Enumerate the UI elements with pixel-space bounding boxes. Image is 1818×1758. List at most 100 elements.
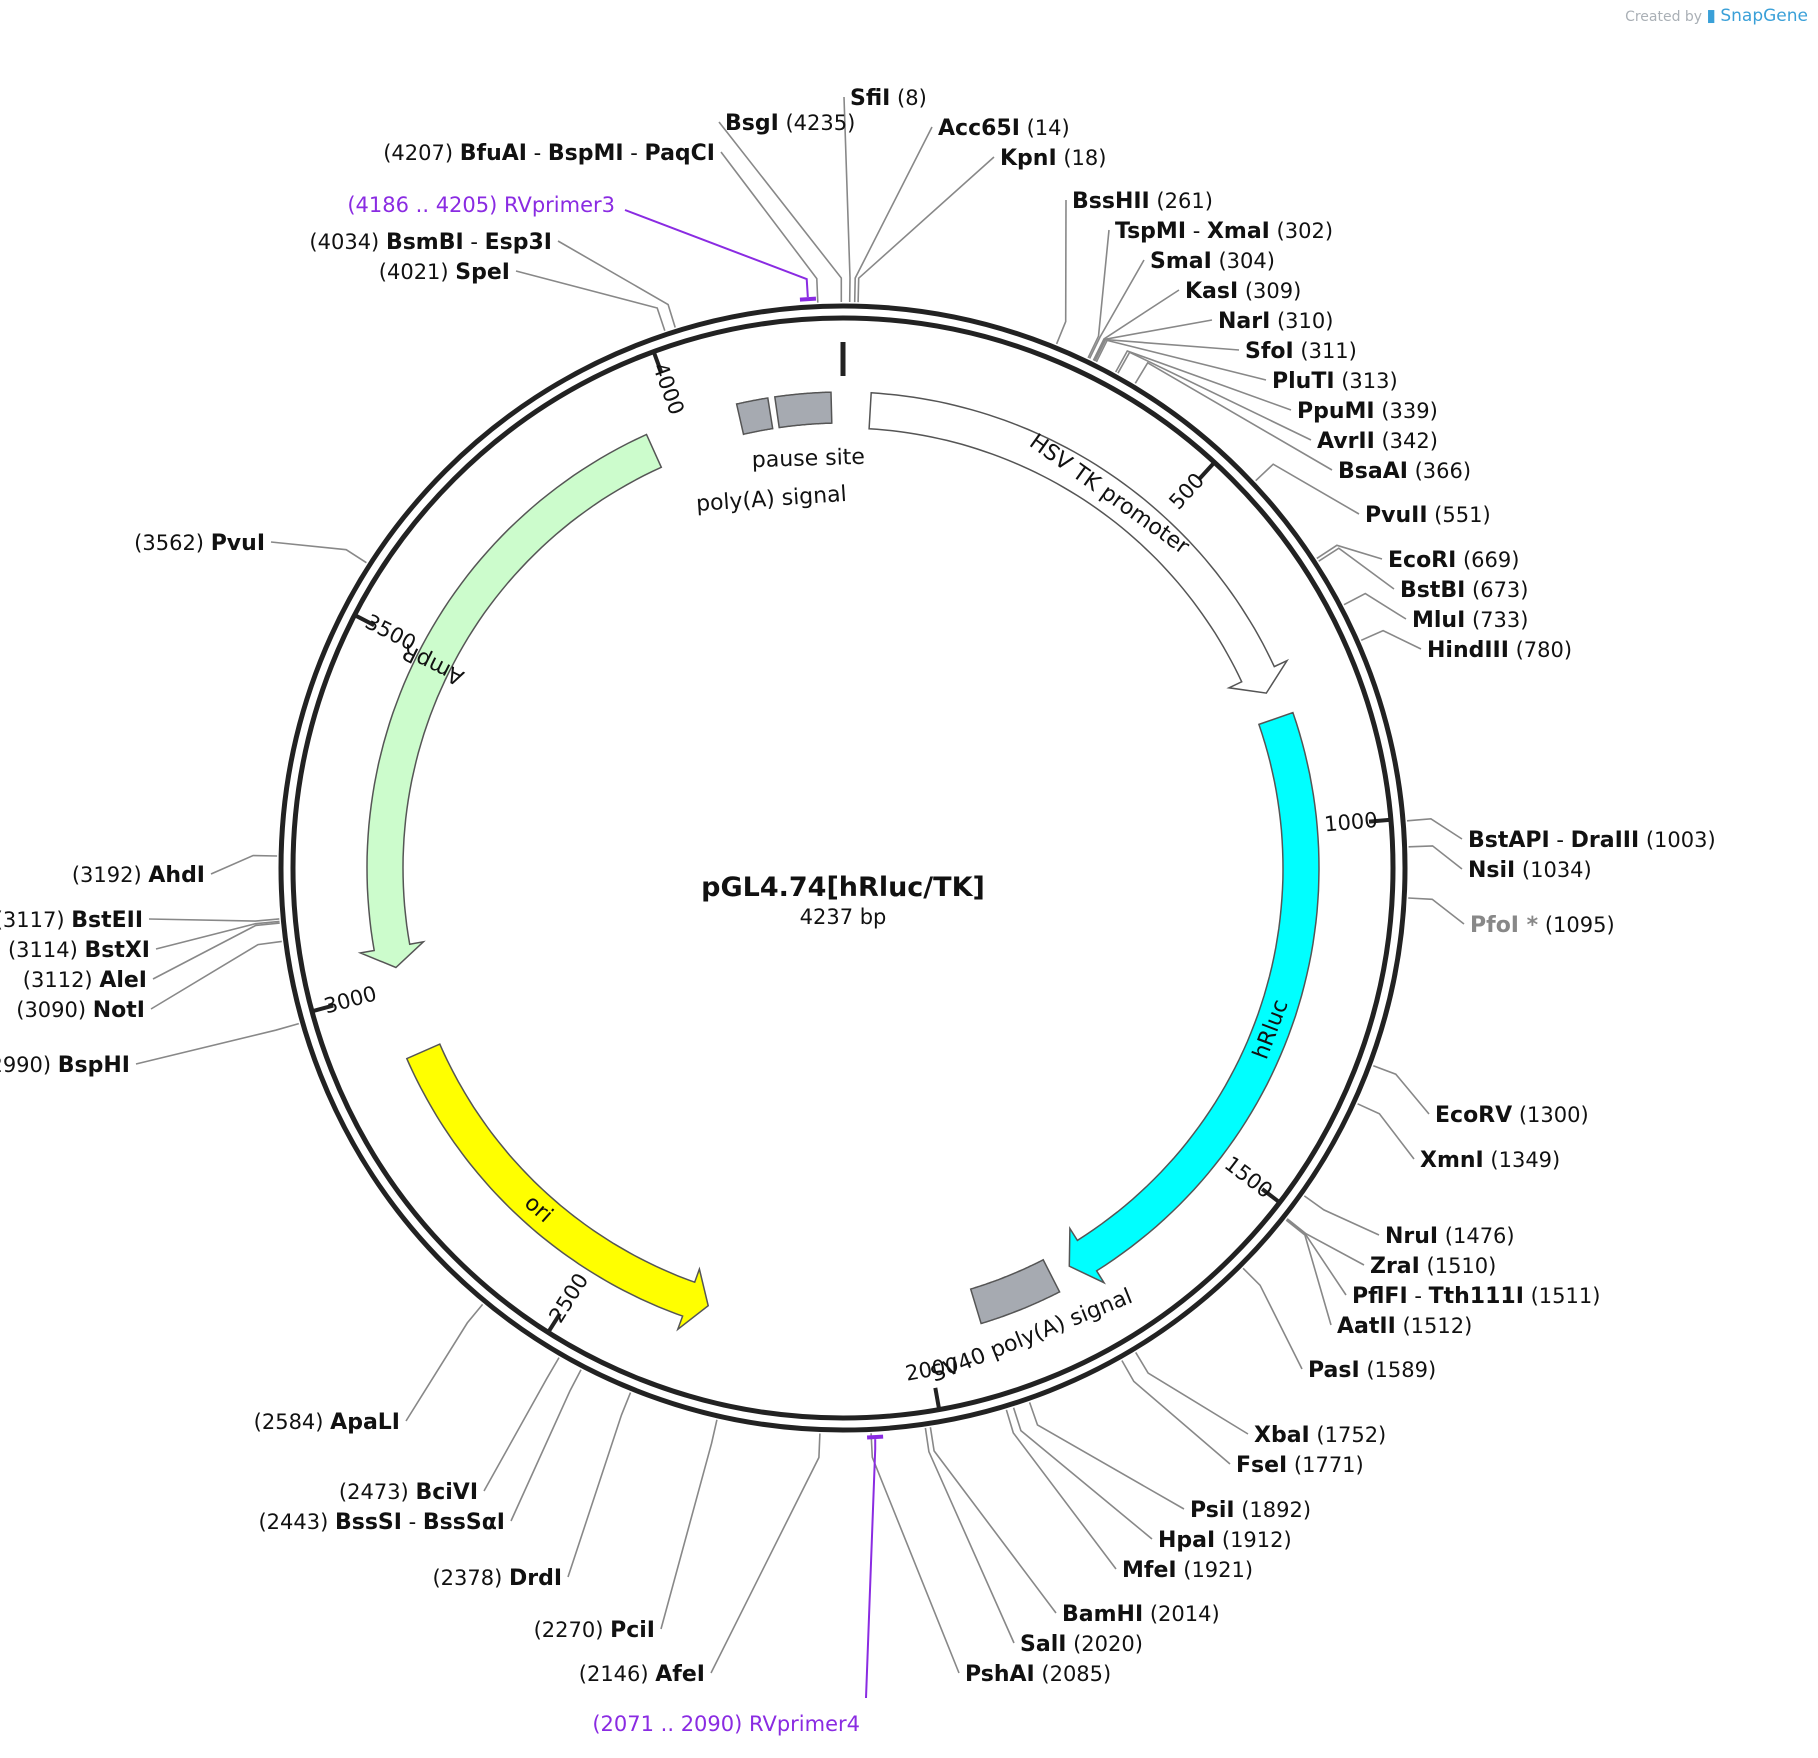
tick-label-1000: 1000 (1323, 808, 1378, 837)
feature-ori (405, 1043, 710, 1332)
site-label-bsphi: (2990) BspHI (0, 1053, 130, 1078)
site-label-bstxi: (3114) BstXI (8, 938, 150, 963)
site-leader-kasi (1092, 289, 1180, 361)
site-label-sfoi: SfoI (311) (1245, 339, 1357, 364)
site-label-nrui: NruI (1476) (1385, 1224, 1515, 1249)
site-label-bsssi-bsss-i: (2443) BssSI - BssSαI (258, 1510, 505, 1535)
primer-leader-rvprimer4 (865, 1439, 877, 1699)
site-label-noti: (3090) NotI (16, 998, 145, 1023)
site-label-hindiii: HindIII (780) (1427, 638, 1572, 663)
site-label-kpni: KpnI (18) (1000, 146, 1106, 171)
site-leader-alei (152, 922, 280, 980)
site-leader-acc65i (853, 126, 933, 303)
site-label-bfuai-bspmi-paqci: (4207) BfuAI - BspMI - PaqCI (383, 141, 715, 166)
site-label-sfii: SfiI (8) (850, 86, 927, 111)
site-leader-smai (1088, 259, 1145, 359)
site-label-sali: SalI (2020) (1020, 1632, 1143, 1657)
tick-2500 (546, 1312, 562, 1334)
site-label-pcii: (2270) PciI (534, 1618, 655, 1643)
brand-app-name: SnapGene (1720, 6, 1808, 26)
site-leader-hpai (1012, 1407, 1153, 1540)
site-label-bsteii: (3117) BstEII (0, 908, 143, 933)
site-label-drdi: (2378) DrdI (432, 1566, 562, 1591)
snapgene-brand: Created by ▮ SnapGene (1625, 6, 1808, 26)
feature-sv40-poly-a-signal (969, 1258, 1061, 1325)
site-leader-pluti (1095, 339, 1267, 381)
primer-label-rvprimer3: (4186 .. 4205) RVprimer3 (347, 193, 615, 217)
site-label-bstapi-draiii: BstAPI - DraIII (1003) (1468, 828, 1716, 853)
site-leader-bsssi-bsss-i (510, 1369, 582, 1522)
site-label-alei: (3112) AleI (23, 968, 147, 993)
site-leader-bstapi-draiii (1406, 817, 1463, 840)
site-label-ahdi: (3192) AhdI (72, 863, 205, 888)
site-label-pvuii: PvuII (551) (1365, 503, 1491, 528)
site-leader-bcivi (483, 1357, 560, 1492)
tick-label-4000: 4000 (648, 360, 689, 418)
site-label-tspmi-xmai: TspMI - XmaI (302) (1115, 219, 1333, 244)
site-label-bsmbi-esp3i: (4034) BsmBI - Esp3I (309, 230, 552, 255)
site-leader-avrii (1117, 351, 1312, 441)
site-label-pflfi-tth111i: PflFI - Tth111I (1511) (1352, 1284, 1600, 1309)
site-leader-bamhi (929, 1427, 1057, 1614)
site-leader-ppumi (1114, 350, 1292, 411)
site-label-ppumi: PpuMI (339) (1297, 399, 1438, 424)
primer-rvprimer3 (799, 296, 817, 302)
tick-1500 (1260, 1187, 1281, 1205)
site-leader-hindiii (1360, 629, 1422, 650)
site-label-pluti: PluTI (313) (1272, 369, 1398, 394)
site-label-pasi: PasI (1589) (1308, 1358, 1436, 1383)
site-leader-mfei (1005, 1409, 1117, 1570)
site-leader-bfuai-bspmi-paqci (720, 151, 819, 303)
feature-pause-site (773, 391, 833, 429)
backbone-inner-ring (290, 315, 1396, 1421)
tick-2000 (933, 1387, 942, 1410)
site-label-hpai: HpaI (1912) (1158, 1528, 1292, 1553)
site-leader-bsaai (1134, 361, 1333, 471)
site-leader-aatii (1285, 1219, 1332, 1326)
primer-leader-rvprimer3 (624, 209, 809, 298)
site-leader-tspmi-xmai (1087, 229, 1110, 359)
site-label-zrai: ZraI (1510) (1370, 1254, 1496, 1279)
site-leader-nrui (1303, 1195, 1380, 1236)
site-label-acc65i: Acc65I (14) (938, 116, 1070, 141)
site-leader-pshai (870, 1433, 960, 1674)
site-label-bsgi: BsgI (4235) (725, 111, 855, 136)
tick-3000 (311, 1003, 334, 1014)
site-label-apali: (2584) ApaLI (254, 1410, 400, 1435)
site-leaders (135, 96, 1465, 1674)
site-label-nari: NarI (310) (1218, 309, 1333, 334)
site-label-xmni: XmnI (1349) (1420, 1148, 1560, 1173)
plasmid-name: pGL4.74[hRluc/TK] (701, 872, 985, 903)
tick-3500 (353, 613, 376, 627)
feature-hrluc (1068, 711, 1320, 1285)
site-label-pvui: (3562) PvuI (134, 531, 265, 556)
site-leader-nsii (1408, 845, 1463, 870)
site-label-kasi: KasI (309) (1185, 279, 1301, 304)
site-label-mlui: MluI (733) (1412, 608, 1528, 633)
site-leader-bsshii (1055, 199, 1067, 345)
feature-label-poly-a-signal: poly(A) signal (695, 482, 847, 517)
site-leader-pcii (660, 1419, 718, 1630)
tick-500 (1198, 461, 1216, 480)
tick-4000 (651, 350, 664, 373)
tick-label-3000: 3000 (321, 981, 379, 1018)
backbone (278, 303, 1408, 1433)
site-label-xbai: XbaI (1752) (1254, 1423, 1386, 1448)
site-leader-nari (1093, 319, 1213, 362)
primer-rvprimer4 (866, 1434, 884, 1440)
site-leader-sfoi (1094, 338, 1240, 362)
site-label-afei: (2146) AfeI (579, 1662, 705, 1687)
site-label-nsii: NsiI (1034) (1468, 858, 1592, 883)
site-leader-bstxi (155, 920, 280, 950)
site-label-avrii: AvrII (342) (1317, 429, 1438, 454)
brand-created-by: Created by (1625, 9, 1703, 25)
tick-1000 (1368, 817, 1392, 824)
site-leader-zrai (1286, 1218, 1365, 1266)
site-label-ecorv: EcoRV (1300) (1435, 1103, 1589, 1128)
site-leader-afei (710, 1433, 821, 1674)
site-label-aatii: AatII (1512) (1337, 1314, 1472, 1339)
tick-label-2500: 2500 (544, 1269, 593, 1327)
site-leader-spei (515, 270, 666, 332)
site-label-pfoi: PfoI * (1095) (1470, 913, 1615, 938)
site-leader-xmni (1357, 1103, 1415, 1160)
